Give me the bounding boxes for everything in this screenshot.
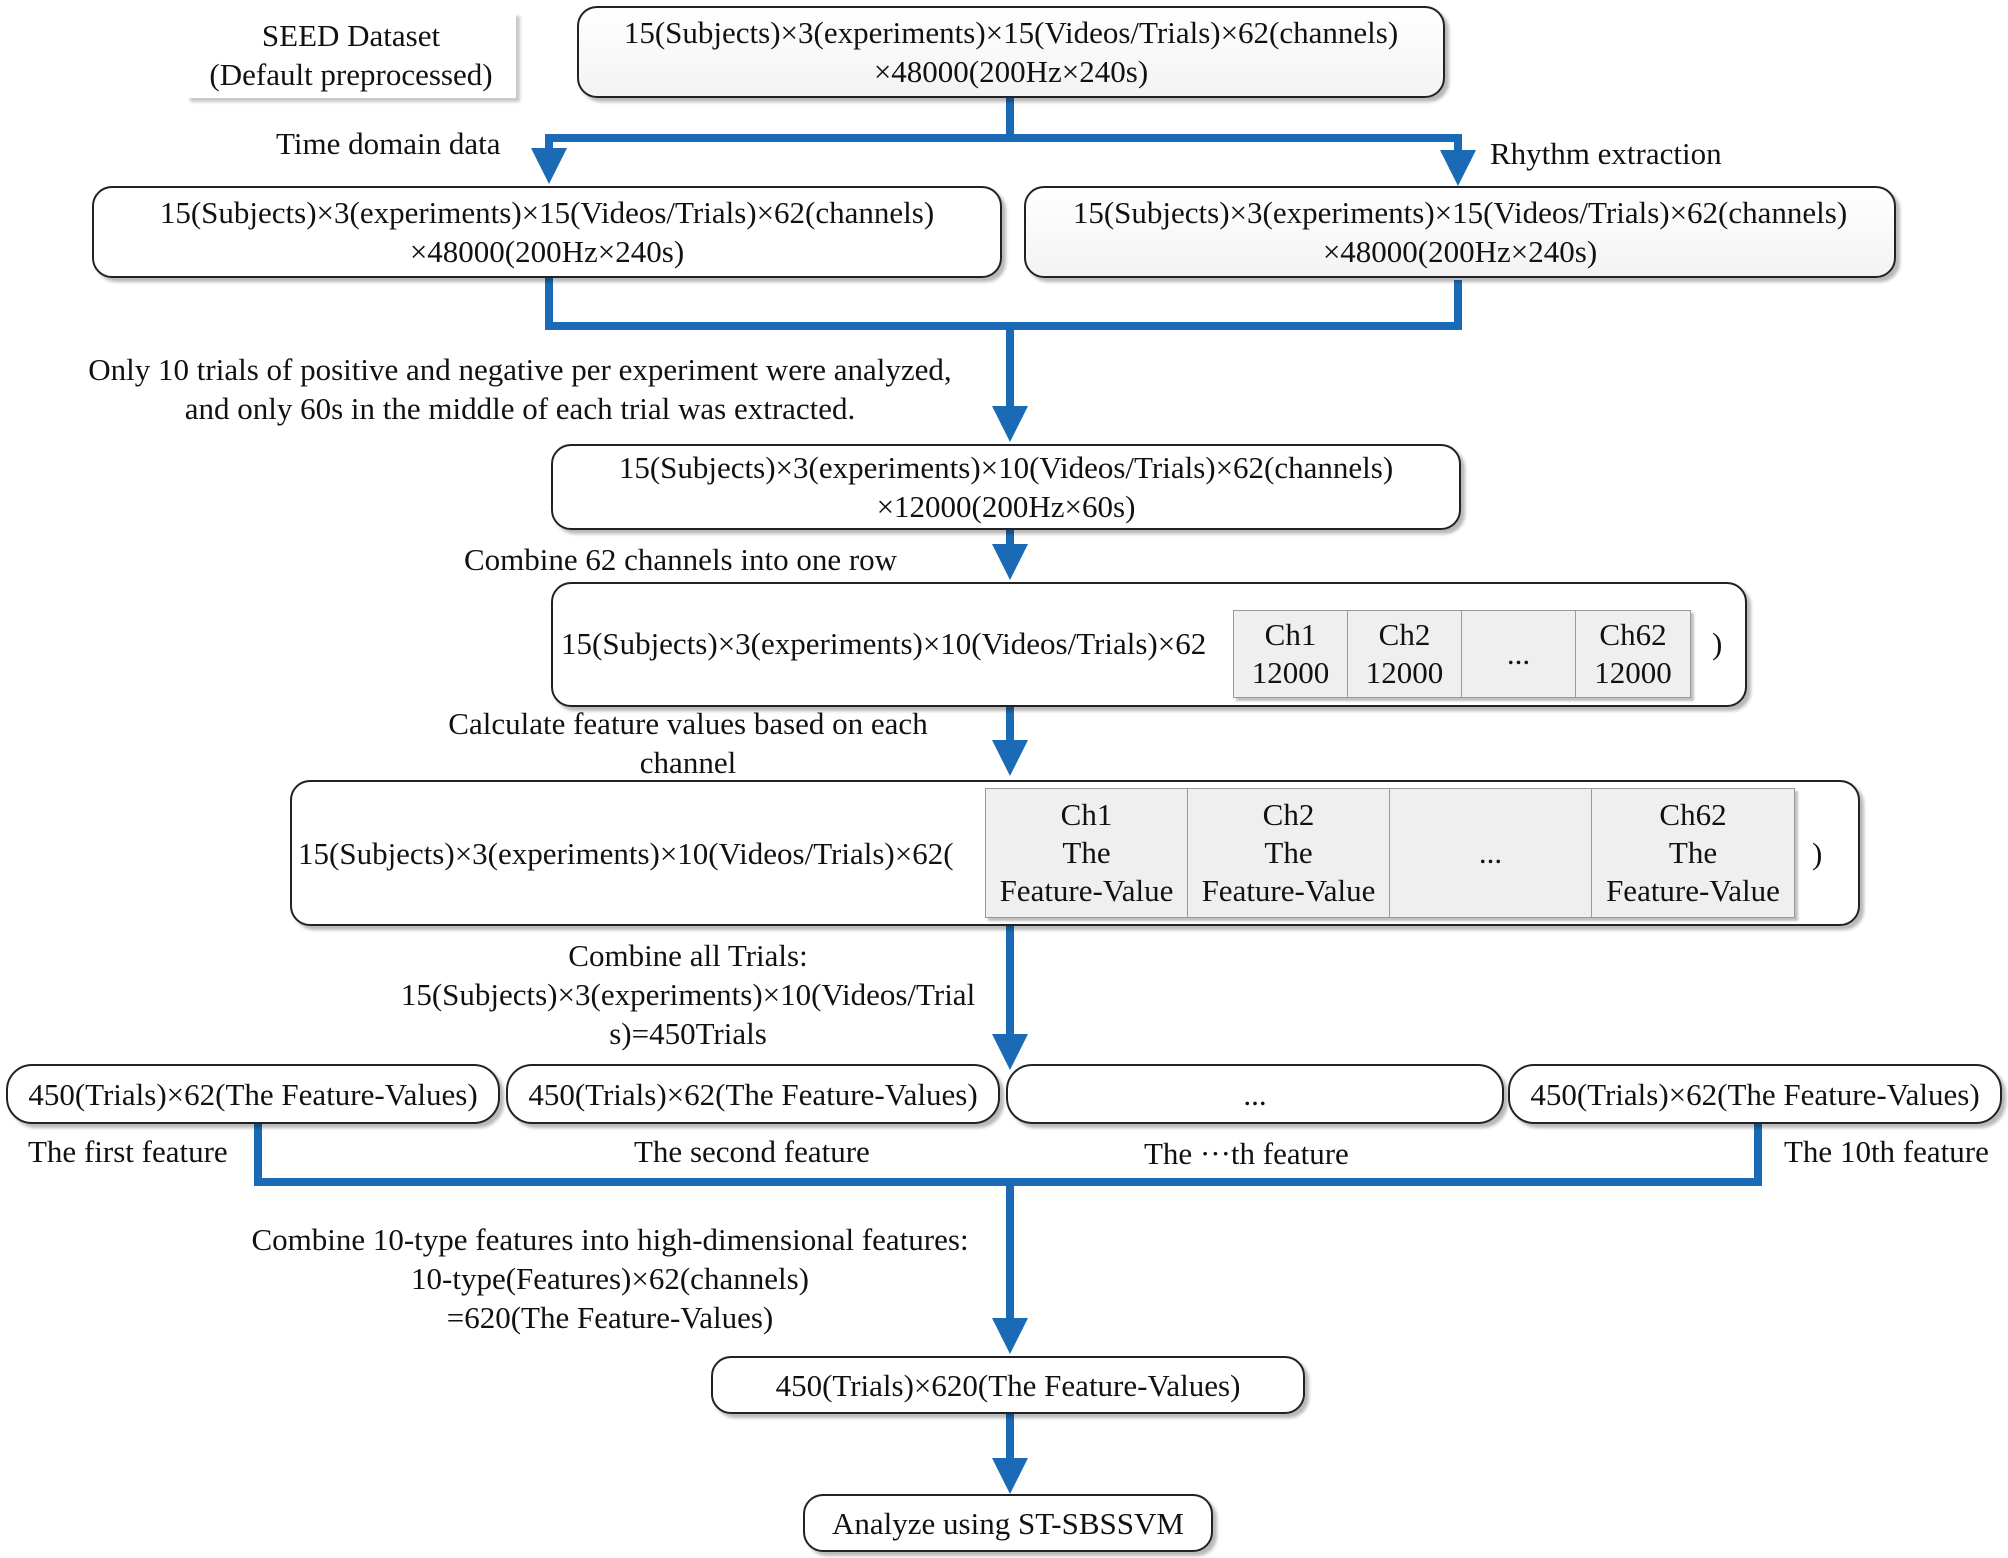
step5-label-line1: Combine 10-type features into high-dimen… xyxy=(251,1222,969,1257)
branch-right-label: Rhythm extraction xyxy=(1490,136,1722,171)
feature-label-2: The second feature xyxy=(634,1134,870,1169)
feature-label-1: The first feature xyxy=(28,1134,228,1169)
feature-box-1: 450(Trials)×62(The Feature-Values) xyxy=(6,1064,500,1124)
arrowhead-box2 xyxy=(992,406,1028,442)
top-box-line2: ×48000(200Hz×240s) xyxy=(873,54,1149,89)
feature-box-text: ... xyxy=(1243,1076,1267,1112)
feature-cells: Ch1 The Feature-Value Ch2 The Feature-Va… xyxy=(985,788,1795,918)
feature-box-10: 450(Trials)×62(The Feature-Values) xyxy=(1508,1064,2002,1124)
cell-top: Ch62 xyxy=(1599,617,1667,652)
arrowhead-box3 xyxy=(992,544,1028,580)
arrowhead-right xyxy=(1440,150,1476,186)
channel-cell: ... xyxy=(1462,611,1576,697)
high-dimensional-text: 450(Trials)×620(The Feature-Values) xyxy=(775,1367,1241,1403)
feature-cell-l2: The xyxy=(1264,835,1313,870)
step1-label-line1: Only 10 trials of positive and negative … xyxy=(88,352,952,387)
source-label-line2: (Default preprocessed) xyxy=(209,57,493,92)
feature-cell: Ch1 The Feature-Value xyxy=(986,789,1188,917)
cell-bottom: 12000 xyxy=(1365,655,1444,690)
arrowhead-box6 xyxy=(992,1318,1028,1354)
channel-cells: Ch1 12000 Ch2 12000 ... Ch62 12000 xyxy=(1233,610,1691,698)
time-domain-box: 15(Subjects)×3(experiments)×15(Videos/Tr… xyxy=(92,186,1002,278)
step5-label-line2: 10-type(Features)×62(channels) xyxy=(411,1261,809,1296)
cell-top: Ch2 xyxy=(1378,617,1431,652)
feature-box-text: 450(Trials)×62(The Feature-Values) xyxy=(528,1076,978,1112)
high-dimensional-box: 450(Trials)×620(The Feature-Values) xyxy=(711,1356,1305,1414)
feature-label-n: The ···th feature xyxy=(1144,1136,1349,1171)
classifier-box: Analyze using ST-SBSSVM xyxy=(803,1494,1213,1552)
feature-box-text: 450(Trials)×62(The Feature-Values) xyxy=(1530,1076,1980,1112)
source-label: SEED Dataset (Default preprocessed) xyxy=(186,12,516,98)
arrowhead-left xyxy=(531,148,567,184)
step4-label-line2: 15(Subjects)×3(experiments)×10(Videos/Tr… xyxy=(400,977,976,1012)
step4-label-line1: Combine all Trials: xyxy=(568,938,808,973)
feature-cell-l2: The xyxy=(1668,835,1718,870)
merge-connector xyxy=(545,278,1462,330)
combined-channels-suffix: ) xyxy=(1712,626,1723,661)
channel-cell: Ch62 12000 xyxy=(1576,611,1690,697)
arrowhead-features xyxy=(992,1034,1028,1070)
cell-bottom: 12000 xyxy=(1251,655,1330,690)
top-box: 15(Subjects)×3(experiments)×15(Videos/Tr… xyxy=(577,6,1445,98)
arrowhead-box7 xyxy=(992,1458,1028,1494)
rhythm-box: 15(Subjects)×3(experiments)×15(Videos/Tr… xyxy=(1024,186,1896,278)
step5-label-line3: =620(The Feature-Values) xyxy=(446,1300,774,1335)
feature-box-text: 450(Trials)×62(The Feature-Values) xyxy=(28,1076,478,1112)
feature-label-10: The 10th feature xyxy=(1784,1134,1989,1169)
channel-cell: Ch1 12000 xyxy=(1234,611,1348,697)
step1-label: Only 10 trials of positive and negative … xyxy=(70,350,970,428)
combined-channels-prefix: 15(Subjects)×3(experiments)×10(Videos/Tr… xyxy=(561,626,1207,661)
step5-label: Combine 10-type features into high-dimen… xyxy=(230,1220,990,1337)
step3-label: Calculate feature values based on each c… xyxy=(420,704,956,782)
features-merge xyxy=(254,1124,1762,1186)
source-label-line1: SEED Dataset xyxy=(261,18,441,53)
rhythm-line2: ×48000(200Hz×240s) xyxy=(1322,234,1598,269)
feature-value-suffix: ) xyxy=(1812,836,1823,871)
feature-cell-l3: Feature-Value xyxy=(1606,873,1780,908)
feature-cell: ... xyxy=(1390,789,1592,917)
feature-cell-l3: Feature-Value xyxy=(1201,873,1376,908)
classifier-text: Analyze using ST-SBSSVM xyxy=(832,1505,1184,1541)
cell-top: ... xyxy=(1506,636,1531,671)
arrowhead-box4 xyxy=(992,740,1028,776)
step3-label-line2: channel xyxy=(639,745,737,780)
feature-cell-l3: Feature-Value xyxy=(999,873,1174,908)
feature-cell-l1: Ch2 xyxy=(1262,797,1315,832)
feature-box-2: 450(Trials)×62(The Feature-Values) xyxy=(506,1064,1000,1124)
trimmed-line2: ×12000(200Hz×60s) xyxy=(876,489,1136,524)
trimmed-line1: 15(Subjects)×3(experiments)×10(Videos/Tr… xyxy=(618,450,1394,485)
feature-cell-l2: ... xyxy=(1478,835,1503,870)
feature-cell-l2: The xyxy=(1062,835,1111,870)
step2-label: Combine 62 channels into one row xyxy=(464,542,898,577)
split-connector xyxy=(545,98,1014,160)
split-connector-right xyxy=(1010,134,1462,168)
step3-label-line1: Calculate feature values based on each xyxy=(448,706,928,741)
cell-bottom: 12000 xyxy=(1594,655,1672,690)
feature-cell: Ch62 The Feature-Value xyxy=(1592,789,1794,917)
step1-label-line2: and only 60s in the middle of each trial… xyxy=(184,391,856,426)
branch-left-label: Time domain data xyxy=(276,126,501,161)
step4-label-line3: s)=450Trials xyxy=(609,1016,767,1051)
feature-value-prefix: 15(Subjects)×3(experiments)×10(Videos/Tr… xyxy=(298,836,954,871)
feature-cell: Ch2 The Feature-Value xyxy=(1188,789,1390,917)
cell-top: Ch1 xyxy=(1264,617,1317,652)
time-domain-line2: ×48000(200Hz×240s) xyxy=(409,234,685,269)
time-domain-line1: 15(Subjects)×3(experiments)×15(Videos/Tr… xyxy=(159,195,935,230)
top-box-line1: 15(Subjects)×3(experiments)×15(Videos/Tr… xyxy=(623,15,1399,50)
rhythm-line1: 15(Subjects)×3(experiments)×15(Videos/Tr… xyxy=(1072,195,1848,230)
feature-cell-l1: Ch62 xyxy=(1659,797,1727,832)
channel-cell: Ch2 12000 xyxy=(1348,611,1462,697)
feature-box-ellipsis: ... xyxy=(1006,1064,1504,1124)
step4-label: Combine all Trials: 15(Subjects)×3(exper… xyxy=(348,936,1028,1053)
trimmed-trials-box: 15(Subjects)×3(experiments)×10(Videos/Tr… xyxy=(551,444,1461,530)
feature-cell-l1: Ch1 xyxy=(1060,797,1113,832)
